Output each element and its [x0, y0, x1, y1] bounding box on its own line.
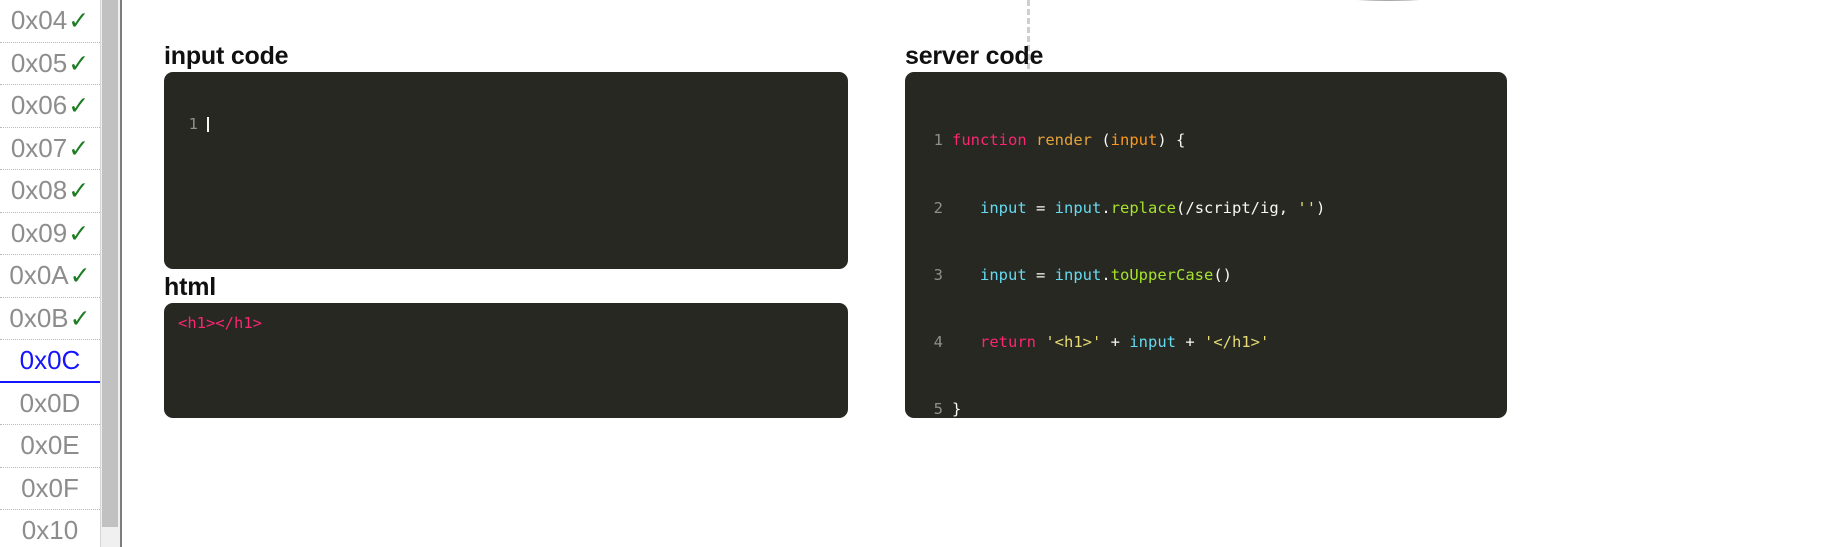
sidebar-item-0x08[interactable]: 0x08 ✓: [0, 170, 100, 213]
sidebar-item-0x0F[interactable]: 0x0F: [0, 468, 100, 510]
line-number: 2: [933, 198, 943, 217]
check-icon: ✓: [68, 6, 90, 36]
code-line: 5}: [909, 401, 1507, 418]
sidebar-item-0x0D[interactable]: 0x0D: [0, 383, 100, 425]
check-icon: ✓: [68, 176, 90, 206]
sidebar-item-0x0E[interactable]: 0x0E: [0, 425, 100, 468]
sidebar-item-label: 0x10: [21, 515, 79, 546]
check-icon: ✓: [68, 218, 90, 248]
sidebar-item-label: 0x0E: [20, 430, 80, 461]
sidebar-item-label: 0x0C: [19, 344, 81, 375]
code-line: 1: [164, 114, 848, 133]
sidebar-item-label: 0x05: [10, 47, 68, 78]
level-sidebar[interactable]: 0x04 ✓ 0x05 ✓ 0x06 ✓ 0x07 ✓ 0x08 ✓ 0x09 …: [0, 0, 100, 547]
code-line: 4 return '<h1>' + input + '</h1>': [909, 334, 1507, 351]
line-number: 1: [188, 114, 198, 133]
server-code-heading: server code: [905, 42, 1044, 70]
line-number: 4: [933, 332, 943, 351]
check-icon: ✓: [69, 303, 91, 333]
html-output-heading: html: [164, 273, 216, 301]
input-code-heading: input code: [164, 42, 289, 70]
sidebar-scrollbar-thumb[interactable]: [102, 0, 118, 527]
sidebar-item-0x09[interactable]: 0x09 ✓: [0, 213, 100, 255]
sidebar-item-0x06[interactable]: 0x06 ✓: [0, 85, 100, 128]
sidebar-item-0x04[interactable]: 0x04 ✓: [0, 0, 100, 43]
check-icon: ✓: [68, 133, 90, 163]
check-icon: ✓: [68, 48, 90, 78]
line-number: 3: [933, 265, 943, 284]
sidebar-item-label: 0x07: [10, 132, 68, 163]
sidebar-item-0x0A[interactable]: 0x0A ✓: [0, 255, 100, 298]
line-number: 1: [933, 131, 943, 150]
input-code-lines: 1: [164, 72, 848, 166]
sidebar-item-label: 0x06: [10, 90, 68, 121]
html-output-box: <h1></h1>: [164, 303, 848, 418]
html-output-value: <h1></h1>: [178, 314, 262, 332]
sidebar-item-label: 0x08: [10, 175, 68, 206]
sidebar-item-0x10[interactable]: 0x10: [0, 510, 100, 547]
sidebar-item-label: 0x09: [10, 217, 68, 248]
code-line: 2 input = input.replace(/script/ig, ''): [909, 198, 1507, 217]
line-number: 5: [933, 400, 943, 418]
sidebar-item-label: 0x0A: [9, 260, 69, 291]
text-caret: [207, 116, 209, 132]
sidebar-item-0x07[interactable]: 0x07 ✓: [0, 128, 100, 170]
flow-arrow-icon: [1357, 0, 1458, 1]
sidebar-item-label: 0x0F: [21, 472, 79, 503]
sidebar-item-label: 0x0B: [9, 302, 69, 333]
sidebar-item-0x0B[interactable]: 0x0B ✓: [0, 298, 100, 340]
sidebar-right-border: [120, 0, 122, 547]
input-code-editor[interactable]: 1: [164, 72, 848, 269]
check-icon: ✓: [68, 91, 90, 121]
sidebar-item-0x05[interactable]: 0x05 ✓: [0, 43, 100, 85]
code-line: 3 input = input.toUpperCase(): [909, 265, 1507, 284]
main-content: input code 1 html <h1></h1> server code …: [122, 0, 1829, 547]
sidebar-item-label: 0x0D: [19, 387, 81, 418]
sidebar-divider: [100, 0, 101, 547]
sidebar-item-label: 0x04: [10, 5, 68, 36]
check-icon: ✓: [69, 261, 91, 291]
sidebar-item-0x0C[interactable]: 0x0C: [0, 340, 100, 383]
